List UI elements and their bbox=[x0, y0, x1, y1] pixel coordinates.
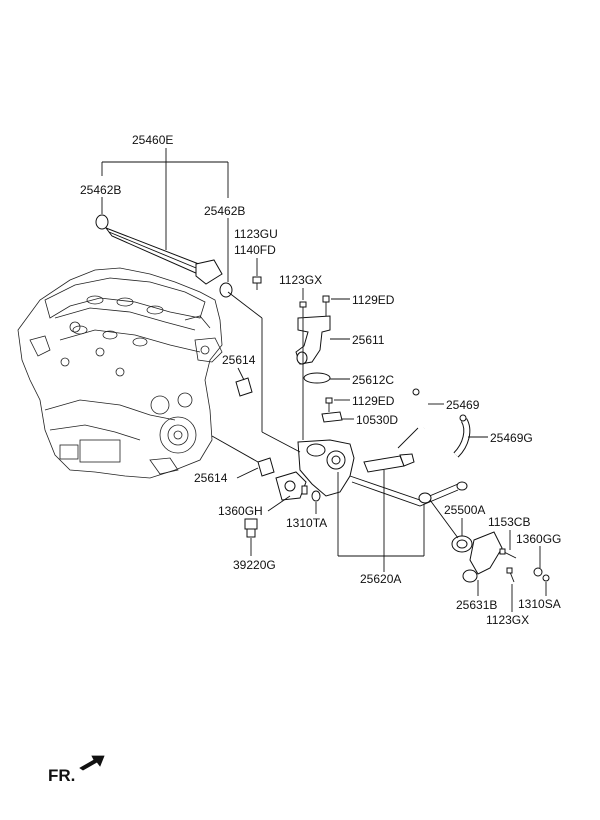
label-25612c: 25612C bbox=[352, 373, 394, 387]
label-1123gu: 1123GU bbox=[234, 227, 278, 241]
label-25462b-right: 25462B bbox=[204, 204, 245, 218]
label-1310ta: 1310TA bbox=[286, 516, 327, 530]
hose-25469g bbox=[453, 414, 471, 458]
front-arrow-icon bbox=[79, 755, 105, 771]
label-1360gg: 1360GG bbox=[516, 532, 561, 546]
label-25614-upper: 25614 bbox=[222, 353, 256, 367]
o-ring-25462b-left bbox=[95, 214, 109, 230]
gasket-25612c bbox=[303, 372, 331, 384]
label-1123gx-bottom: 1123GX bbox=[486, 613, 529, 627]
nut-1310ta bbox=[311, 490, 321, 502]
label-25469g: 25469G bbox=[490, 431, 533, 445]
o-ring-25462b-right bbox=[219, 282, 233, 298]
housing-1360gh bbox=[275, 471, 308, 501]
label-1360gh: 1360GH bbox=[218, 504, 263, 518]
bolt-1129ed-top bbox=[322, 295, 330, 318]
label-25631b: 25631B bbox=[456, 598, 497, 612]
water-outlet-25611 bbox=[295, 315, 331, 365]
front-direction-marker: FR. bbox=[48, 755, 105, 785]
engine-illustration bbox=[17, 267, 223, 479]
label-1310sa: 1310SA bbox=[518, 597, 561, 611]
thermostat-25500a bbox=[451, 535, 473, 553]
bolt-1123gx-bottom bbox=[506, 567, 515, 583]
label-1129ed-mid: 1129ED bbox=[352, 394, 395, 408]
bolt-1310sa bbox=[542, 574, 550, 582]
bolt-1129ed-mid bbox=[325, 397, 333, 412]
label-10530d: 10530D bbox=[356, 413, 398, 427]
sensor-39220g bbox=[244, 518, 258, 538]
bolt-1123gu bbox=[252, 276, 262, 290]
label-1153cb: 1153CB bbox=[488, 515, 530, 529]
label-1140fd: 1140FD bbox=[234, 243, 276, 257]
bracket-10530d bbox=[321, 411, 343, 423]
label-25620a: 25620A bbox=[360, 572, 401, 586]
gasket-25614-lower bbox=[257, 457, 275, 477]
label-25469: 25469 bbox=[446, 398, 480, 412]
nut-1360gg bbox=[533, 567, 543, 577]
label-1129ed-top: 1129ED bbox=[352, 293, 395, 307]
part-labels: 25460E 25462B 25462B 1123GU 1140FD 1123G… bbox=[80, 133, 561, 627]
leader-lines bbox=[101, 148, 547, 612]
label-1123gx-top: 1123GX bbox=[279, 273, 322, 287]
label-25614-lower: 25614 bbox=[194, 471, 228, 485]
label-25460e: 25460E bbox=[132, 133, 173, 147]
label-25611: 25611 bbox=[352, 333, 385, 347]
water-pipe-25620a bbox=[297, 439, 468, 507]
inlet-fitting-25631b bbox=[462, 531, 503, 583]
fr-label: FR. bbox=[48, 766, 75, 785]
label-25500a: 25500A bbox=[444, 503, 485, 517]
bolt-1123gx-top bbox=[299, 301, 307, 317]
coolant-pipe-25460e bbox=[104, 226, 223, 285]
bolt-1153cb bbox=[499, 548, 517, 559]
label-39220g: 39220G bbox=[233, 558, 276, 572]
hose-25469 bbox=[412, 388, 430, 430]
gasket-25614-upper bbox=[235, 377, 253, 397]
label-25462b-left: 25462B bbox=[80, 183, 121, 197]
